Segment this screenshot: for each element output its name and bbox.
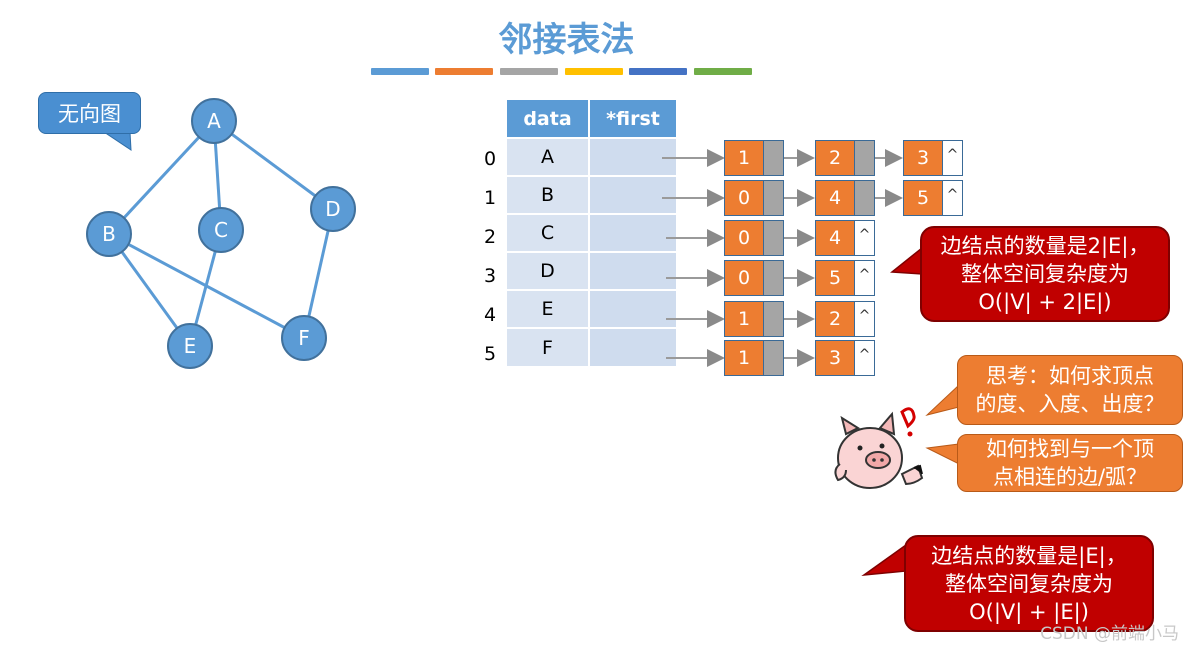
edge-node-next <box>764 341 783 375</box>
complexity-callout-e: 边结点的数量是|E|， 整体空间复杂度为 O(|V| + |E|) <box>861 535 1154 632</box>
edge-a-b <box>107 119 216 236</box>
edge-node-next: ^ <box>943 181 962 215</box>
table-cell-data: C <box>507 213 590 252</box>
edge-node-value: 1 <box>725 141 764 175</box>
col-header-first: *first <box>589 100 678 138</box>
edge-node-next <box>855 181 874 215</box>
table-cell-first <box>589 251 678 290</box>
edge-node-next: ^ <box>943 141 962 175</box>
table-cell-first <box>589 175 678 214</box>
edge-node: 1 <box>724 140 784 176</box>
vertex-table: data *first A B C D E F <box>507 100 678 366</box>
col-header-data: data <box>507 100 590 138</box>
edge-node-next <box>764 221 783 255</box>
table-cell-data: A <box>507 137 590 176</box>
think-edges-callout: 如何找到与一个顶 点相连的边/弧？ <box>925 434 1183 492</box>
graph-node-e: E <box>167 323 213 369</box>
complexity-callout-2e: 边结点的数量是2|E|， 整体空间复杂度为 O(|V| + 2|E|) <box>890 226 1170 322</box>
table-row: B <box>507 175 678 214</box>
row-index: 1 <box>483 187 497 209</box>
edge-node: 4 <box>815 180 875 216</box>
color-bar-4 <box>565 68 623 75</box>
graph-node-d: D <box>310 186 356 232</box>
edge-node-value: 0 <box>725 181 764 215</box>
color-bar-5 <box>629 68 687 75</box>
edge-node-value: 1 <box>725 302 764 336</box>
color-bar-3 <box>500 68 558 75</box>
edge-node-value: 1 <box>725 341 764 375</box>
row-index: 2 <box>483 226 497 248</box>
edge-node-value: 5 <box>904 181 943 215</box>
table-cell-data: E <box>507 289 590 328</box>
edge-node-value: 5 <box>816 261 855 295</box>
page-title: 邻接表法 <box>498 20 635 60</box>
edge-node-value: 4 <box>816 181 855 215</box>
color-bar-1 <box>371 68 429 75</box>
callout-text: 如何找到与一个顶 点相连的边/弧？ <box>957 434 1183 492</box>
table-cell-first <box>589 213 678 252</box>
edge-node-value: 0 <box>725 221 764 255</box>
color-bar-6 <box>694 68 752 75</box>
table-row: C <box>507 213 678 252</box>
callout-text: 边结点的数量是|E|， 整体空间复杂度为 O(|V| + |E|) <box>904 535 1154 632</box>
edge-node: 3^ <box>815 340 875 376</box>
edge-a-d <box>213 119 334 211</box>
edge-node-value: 3 <box>904 141 943 175</box>
edge-node-next: ^ <box>855 221 874 255</box>
edge-node-next: ^ <box>855 341 874 375</box>
edge-node: 2^ <box>815 301 875 337</box>
thinking-pig-illustration <box>834 407 924 489</box>
graph-node-c: C <box>198 207 244 253</box>
edge-node-next <box>764 141 783 175</box>
table-cell-data: B <box>507 175 590 214</box>
table-cell-data: F <box>507 327 590 366</box>
row-index: 4 <box>483 304 497 326</box>
think-degree-callout: 思考：如何求顶点 的度、入度、出度？ <box>925 355 1183 425</box>
edge-node: 3^ <box>903 140 963 176</box>
graph-node-b: B <box>86 211 132 257</box>
table-row: F <box>507 327 678 366</box>
edge-node-value: 3 <box>816 341 855 375</box>
row-index: 0 <box>483 148 497 170</box>
edge-node: 1 <box>724 340 784 376</box>
row-index: 5 <box>483 343 497 365</box>
edge-node-next <box>764 261 783 295</box>
edge-node: 0 <box>724 180 784 216</box>
edge-node-value: 2 <box>816 141 855 175</box>
table-cell-data: D <box>507 251 590 290</box>
edge-node-value: 0 <box>725 261 764 295</box>
callout-text: 思考：如何求顶点 的度、入度、出度？ <box>957 355 1183 425</box>
edge-node: 4^ <box>815 220 875 256</box>
edge-node: 2 <box>815 140 875 176</box>
edge-node: 5^ <box>903 180 963 216</box>
edge-node-value: 4 <box>816 221 855 255</box>
edge-node-next <box>855 141 874 175</box>
callout-text: 无向图 <box>38 92 141 134</box>
callout-text: 边结点的数量是2|E|， 整体空间复杂度为 O(|V| + 2|E|) <box>920 226 1170 322</box>
table-header-row: data *first <box>507 100 678 138</box>
edge-node: 0 <box>724 220 784 256</box>
edge-node-next <box>764 181 783 215</box>
graph-node-f: F <box>281 315 327 361</box>
table-row: D <box>507 251 678 290</box>
row-index: 3 <box>483 265 497 287</box>
color-bar-2 <box>435 68 493 75</box>
edge-node-next: ^ <box>855 261 874 295</box>
watermark: CSDN @前端小马 <box>1040 624 1179 644</box>
edge-node-next: ^ <box>855 302 874 336</box>
graph-node-a: A <box>191 98 237 144</box>
edge-node: 0 <box>724 260 784 296</box>
edge-node: 1 <box>724 301 784 337</box>
table-row: E <box>507 289 678 328</box>
edge-node-value: 2 <box>816 302 855 336</box>
table-cell-first <box>589 327 678 366</box>
table-cell-first <box>589 289 678 328</box>
edge-node-next <box>764 302 783 336</box>
undirected-graph-callout: 无向图 <box>38 92 141 151</box>
edge-node: 5^ <box>815 260 875 296</box>
